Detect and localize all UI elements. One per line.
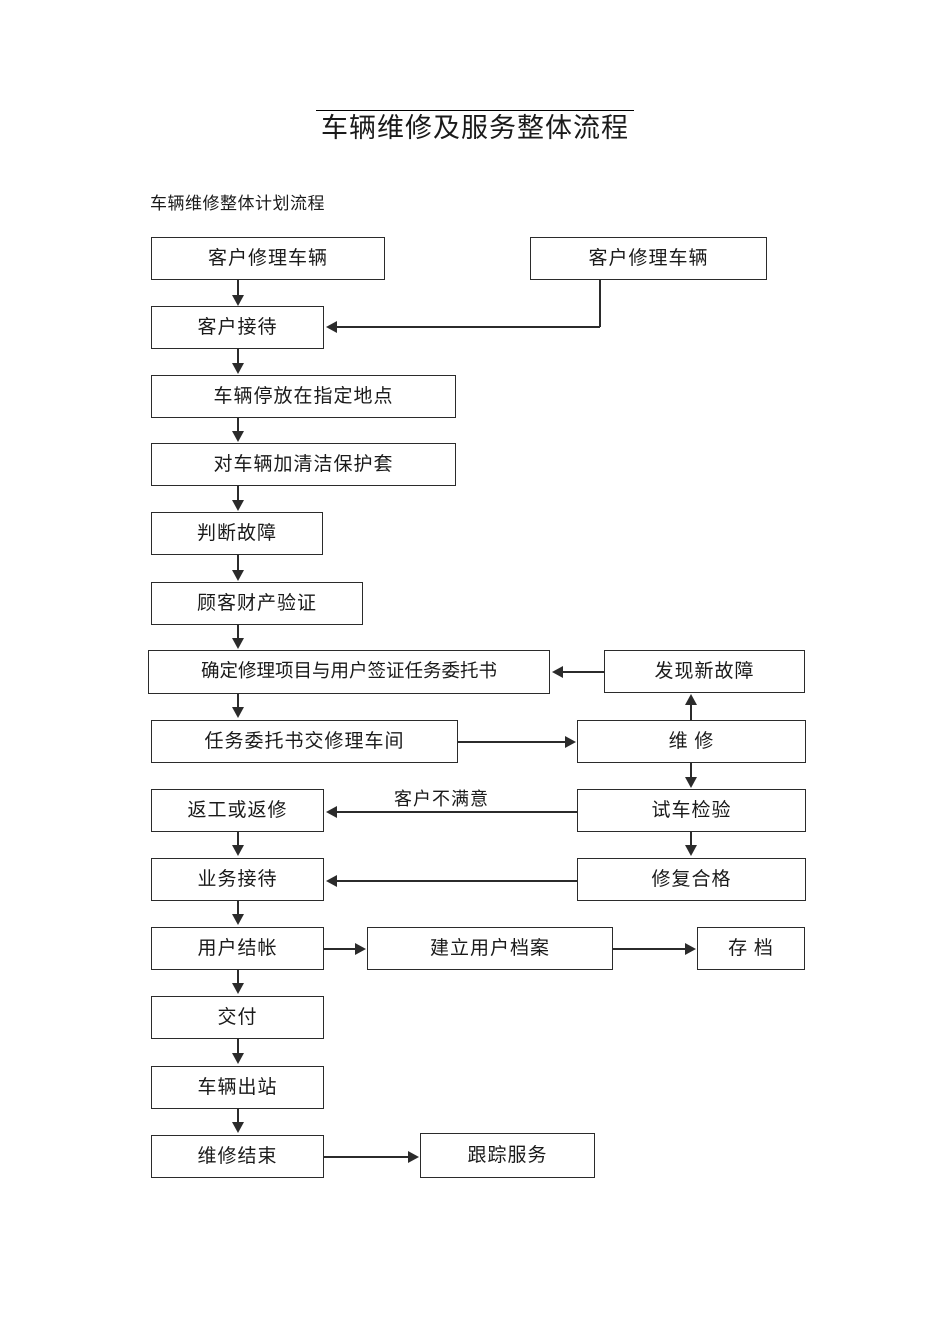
arrowhead-cover-top (232, 431, 244, 442)
arrowhead-confirm-top (232, 638, 244, 649)
node-repair-end: 维修结束 (151, 1135, 324, 1178)
arrowhead-end-top (232, 1122, 244, 1133)
edge-deliver-to-repair (458, 741, 566, 743)
edge-repair-to-test (690, 763, 692, 778)
edge-cover-to-diagnose (237, 486, 239, 501)
edge-right-repair-to-reception (337, 326, 600, 328)
edge-confirm-to-deliver (237, 694, 239, 708)
edge-newfault-to-confirm (563, 671, 605, 673)
edge-settlement-to-archive-create (324, 948, 356, 950)
node-handover: 交付 (151, 996, 324, 1039)
arrowhead-qualified-top (685, 845, 697, 856)
edge-vehicle-out-to-end (237, 1109, 239, 1123)
arrowhead-reception-right (326, 321, 337, 333)
node-customer-reception: 客户接待 (151, 306, 324, 349)
title-rule (316, 110, 634, 111)
arrowhead-followup-left (408, 1151, 419, 1163)
arrowhead-handover-top (232, 983, 244, 994)
edge-right-repair-drop (599, 280, 601, 327)
edge-label-customer-unsatisfied: 客户不满意 (394, 789, 489, 809)
edge-archive-create-to-archive (613, 948, 686, 950)
arrowhead-archive-left (685, 943, 696, 955)
arrowhead-verify-top (232, 570, 244, 581)
arrowhead-service-right (326, 875, 337, 887)
node-customer-repair-left: 客户修理车辆 (151, 237, 385, 280)
node-park-vehicle: 车辆停放在指定地点 (151, 375, 456, 418)
arrowhead-park-top (232, 363, 244, 374)
edge-test-to-rework (337, 811, 577, 813)
edge-reception-to-park (237, 349, 239, 364)
arrowhead-service-top (232, 845, 244, 856)
page-title: 车辆维修及服务整体流程 (321, 113, 629, 143)
edge-diagnose-to-verify (237, 555, 239, 571)
arrowhead-reception-top (232, 295, 244, 306)
node-new-fault: 发现新故障 (604, 650, 805, 693)
arrowhead-archive-create-left (355, 943, 366, 955)
edge-verify-to-confirm (237, 625, 239, 639)
edge-service-to-settlement (237, 901, 239, 915)
section-subtitle: 车辆维修整体计划流程 (150, 194, 325, 213)
node-create-archive: 建立用户档案 (367, 927, 613, 970)
node-property-verify: 顾客财产验证 (151, 582, 363, 625)
arrowhead-rework-right (326, 806, 337, 818)
node-test-inspection: 试车检验 (577, 789, 806, 832)
arrowhead-vehicle-out-top (232, 1053, 244, 1064)
arrowhead-test-top (685, 777, 697, 788)
node-follow-up: 跟踪服务 (420, 1133, 595, 1178)
edge-test-to-qualified (690, 832, 692, 846)
node-deliver-order: 任务委托书交修理车间 (151, 720, 458, 763)
arrowhead-repair-left (565, 736, 576, 748)
arrowhead-confirm-right (552, 666, 563, 678)
edge-end-to-followup (324, 1156, 409, 1158)
edge-repair-to-newfault (690, 705, 692, 721)
node-user-settlement: 用户结帐 (151, 927, 324, 970)
arrowhead-settlement-top (232, 914, 244, 925)
node-protective-cover: 对车辆加清洁保护套 (151, 443, 456, 486)
edge-park-to-cover (237, 418, 239, 432)
node-vehicle-out: 车辆出站 (151, 1066, 324, 1109)
edge-qualified-to-service (337, 880, 577, 882)
arrowhead-diagnose-top (232, 500, 244, 511)
node-archive: 存 档 (697, 927, 805, 970)
node-repair-qualified: 修复合格 (577, 858, 806, 901)
edge-settlement-to-handover (237, 970, 239, 984)
node-service-reception: 业务接待 (151, 858, 324, 901)
edge-rework-to-service (237, 832, 239, 846)
arrowhead-deliver-top (232, 707, 244, 718)
edge-handover-to-vehicle-out (237, 1039, 239, 1054)
node-rework: 返工或返修 (151, 789, 324, 832)
edge-left-repair-to-reception (237, 280, 239, 296)
arrowhead-newfault-bottom (685, 694, 697, 705)
node-diagnose-fault: 判断故障 (151, 512, 323, 555)
node-repair: 维 修 (577, 720, 806, 763)
node-confirm-items: 确定修理项目与用户签证任务委托书 (148, 650, 550, 694)
node-customer-repair-right: 客户修理车辆 (530, 237, 767, 280)
